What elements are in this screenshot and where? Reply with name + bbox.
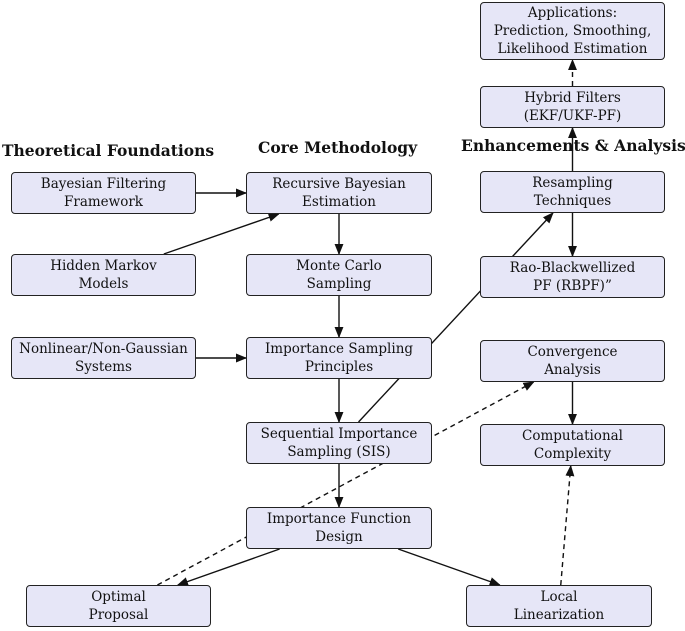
- node-label-line: Linearization: [513, 607, 605, 623]
- node-hybrid-filters: Hybrid Filters (EKF/UKF-PF): [480, 86, 665, 128]
- edge-sis-to-resampling: [358, 212, 554, 423]
- node-label-line: Techniques: [533, 193, 612, 209]
- node-label-line: Analysis: [544, 362, 601, 378]
- node-label-line: Applications:: [527, 5, 618, 21]
- section-title-core: Core Methodology: [258, 138, 418, 157]
- node-label-line: Framework: [64, 194, 143, 210]
- node-label-line: Models: [78, 276, 129, 292]
- node-label-line: Recursive Bayesian: [272, 176, 406, 192]
- node-label-line: Nonlinear/Non-Gaussian: [19, 341, 188, 357]
- edge-importance_function-to-local_lin: [397, 548, 501, 586]
- node-label-line: Importance Function: [266, 511, 412, 527]
- node-label-line: Complexity: [533, 446, 612, 462]
- node-label-line: Design: [315, 529, 363, 545]
- node-label-line: Optimal: [91, 589, 146, 605]
- node-label-line: Sampling: [306, 276, 372, 292]
- edge-optimal-to-convergence: [157, 381, 535, 586]
- section-title-theory: Theoretical Foundations: [2, 141, 215, 160]
- node-label-line: Systems: [75, 359, 132, 375]
- node-label-line: Computational: [522, 428, 623, 444]
- edge-local_lin-to-complexity: [560, 464, 575, 586]
- node-label-line: Proposal: [88, 607, 149, 623]
- section-title-enhancements: Enhancements & Analysis: [461, 136, 685, 155]
- node-label-line: Local: [540, 589, 578, 605]
- node-label-line: Rao-Blackwellized: [509, 260, 636, 276]
- node-label-line: Bayesian Filtering: [40, 176, 167, 192]
- node-label-line: Prediction, Smoothing,: [493, 23, 652, 39]
- node-label-line: Resampling: [532, 175, 613, 191]
- node-label-line: Principles: [304, 359, 374, 375]
- node-label-line: Hybrid Filters: [524, 90, 621, 106]
- edge-importance_function-to-optimal: [176, 548, 280, 586]
- node-label-line: (EKF/UKF-PF): [523, 108, 622, 124]
- node-label-line: Hidden Markov: [50, 258, 157, 274]
- node-label-line: Sequential Importance: [260, 426, 418, 442]
- node-label-line: Monte Carlo: [296, 258, 382, 274]
- node-label-line: Estimation: [302, 194, 376, 210]
- node-applications: Applications: Prediction, Smoothing, Likel…: [480, 2, 665, 60]
- edge-hmm-to-recursive: [163, 213, 280, 255]
- node-label-line: PF (RBPF)”: [533, 278, 612, 294]
- node-label-line: Convergence: [527, 344, 618, 360]
- node-label-line: Importance Sampling: [264, 341, 414, 357]
- node-rao-blackwellized-pf: Rao-Blackwellized PF (RBPF)”: [480, 256, 665, 298]
- node-label-line: Sampling (SIS): [287, 444, 391, 460]
- node-label-line: Likelihood Estimation: [497, 41, 648, 57]
